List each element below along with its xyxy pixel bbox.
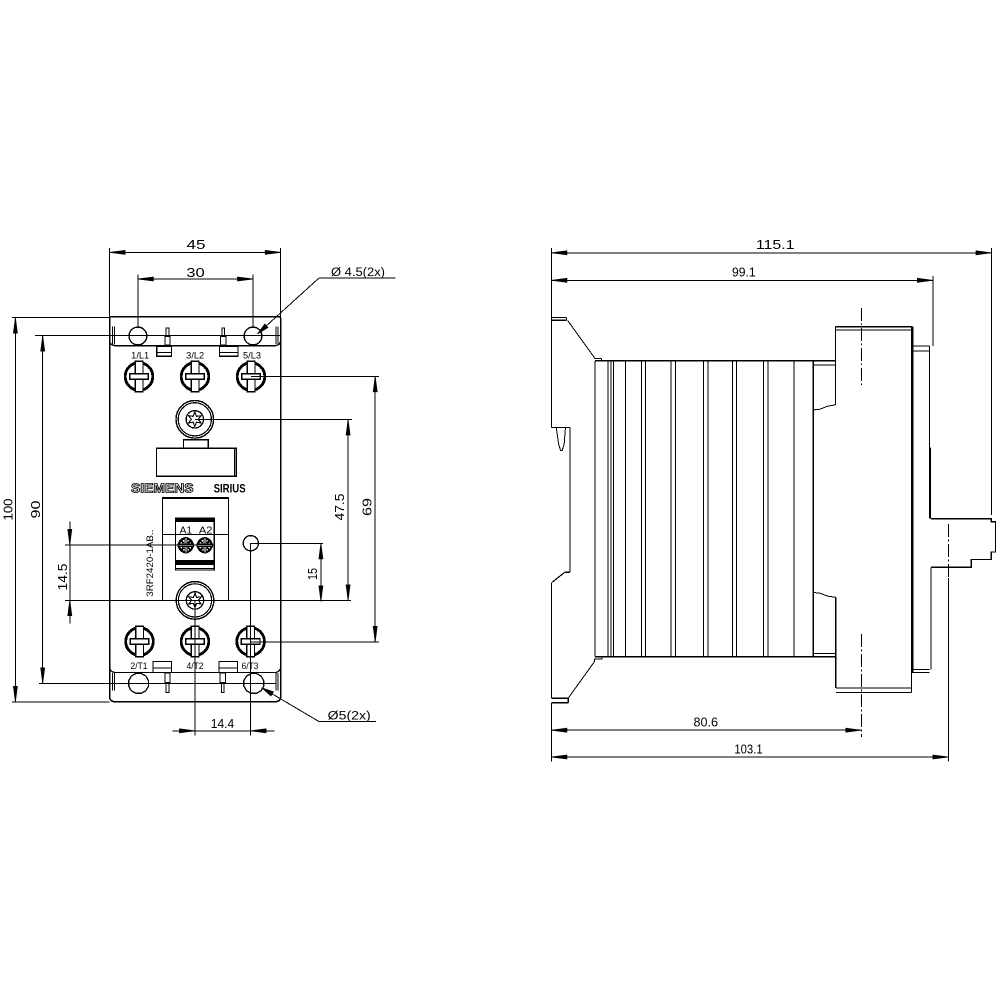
svg-text:3/L2: 3/L2 — [186, 351, 204, 361]
svg-text:4/T2: 4/T2 — [187, 661, 204, 671]
svg-text:A2: A2 — [199, 524, 213, 536]
svg-text:3RF2420-1AB..: 3RF2420-1AB.. — [145, 530, 156, 597]
svg-text:15: 15 — [306, 568, 320, 580]
svg-text:69: 69 — [360, 498, 374, 516]
svg-text:1/L1: 1/L1 — [131, 351, 149, 361]
svg-text:99.1: 99.1 — [732, 265, 756, 279]
svg-text:115.1: 115.1 — [756, 238, 795, 252]
svg-text:103.1: 103.1 — [734, 743, 762, 757]
svg-text:90: 90 — [29, 500, 43, 518]
svg-text:Ø 4.5(2x): Ø 4.5(2x) — [331, 267, 385, 279]
svg-text:14.4: 14.4 — [211, 717, 235, 731]
svg-text:30: 30 — [186, 266, 205, 280]
svg-text:47.5: 47.5 — [333, 493, 347, 520]
svg-text:SIEMENS: SIEMENS — [131, 481, 194, 495]
svg-text:80.6: 80.6 — [694, 716, 719, 730]
svg-text:14.5: 14.5 — [56, 563, 70, 590]
svg-text:SIRIUS: SIRIUS — [214, 483, 246, 495]
svg-text:45: 45 — [187, 238, 206, 252]
svg-text:A1: A1 — [180, 524, 193, 536]
svg-text:2/T1: 2/T1 — [131, 661, 148, 671]
svg-text:5/L3: 5/L3 — [243, 351, 261, 361]
svg-text:100: 100 — [2, 498, 16, 520]
svg-text:Ø5(2x): Ø5(2x) — [328, 711, 371, 723]
svg-text:6/T3: 6/T3 — [242, 661, 259, 671]
